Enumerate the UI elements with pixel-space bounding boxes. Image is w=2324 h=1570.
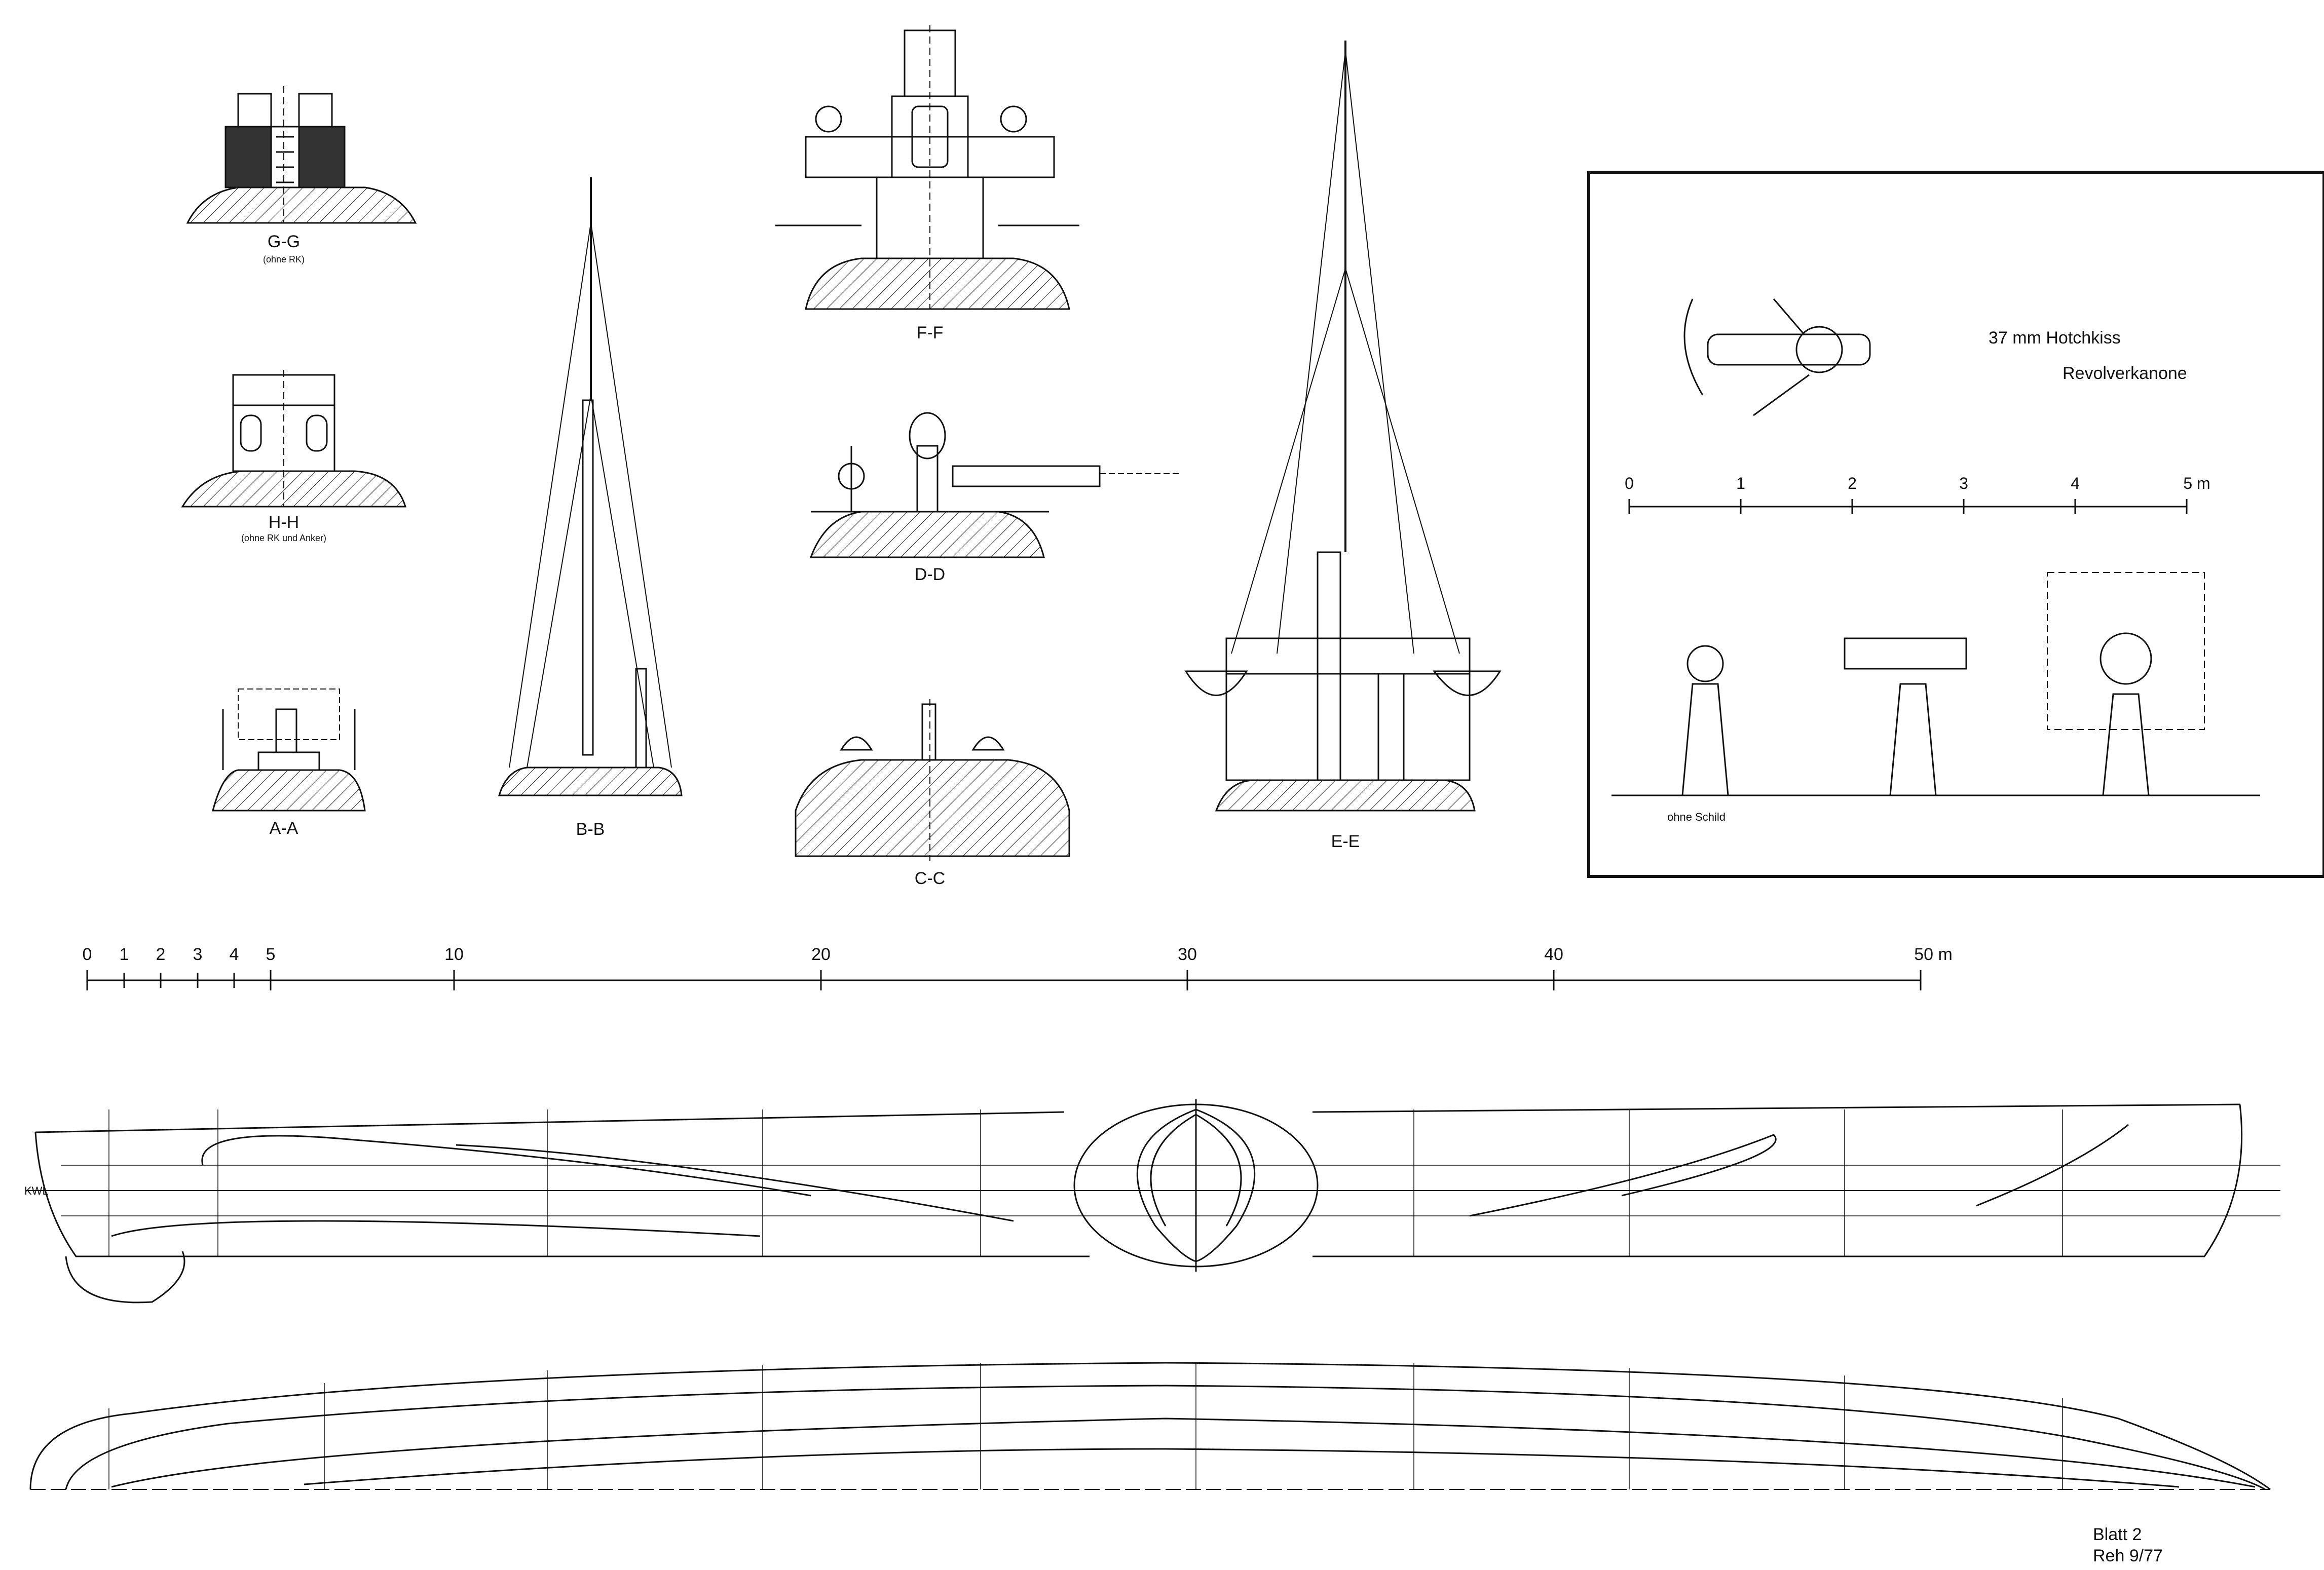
- main-scale-tick-40: 40: [1544, 945, 1563, 964]
- main-scale-tick-20: 20: [811, 945, 831, 964]
- inset-scale-tick-3: 3: [1959, 474, 1968, 492]
- hotchkiss-gun-drawing: [1683, 298, 1871, 416]
- inset-scale-bar: [1628, 499, 2188, 514]
- main-scale-tick-0: 0: [83, 945, 92, 964]
- sheet-author-date: Reh 9/77: [2093, 1546, 2163, 1565]
- section-a-a: [212, 688, 366, 812]
- section-h-h: [181, 370, 407, 508]
- main-scale-bar: [86, 970, 1922, 990]
- half-breadth-plan: [29, 1362, 2271, 1490]
- main-scale-tick-10: 10: [444, 945, 464, 964]
- main-scale-tick-4: 4: [230, 945, 239, 964]
- inset-caption-ohne-schild: ohne Schild: [1667, 811, 1726, 823]
- section-b-b-label: B-B: [576, 820, 605, 839]
- section-g-g-label: G-G: [268, 232, 300, 251]
- main-scale-tick-1: 1: [120, 945, 129, 964]
- inset-scale-tick-5: 5 m: [2183, 474, 2210, 492]
- inset-scale-tick-2: 2: [1848, 474, 1857, 492]
- section-f-f-label: F-F: [917, 323, 944, 342]
- section-h-h-note: (ohne RK und Anker): [241, 533, 326, 543]
- main-scale-tick-3: 3: [193, 945, 203, 964]
- inset-scale-tick-0: 0: [1625, 474, 1634, 492]
- section-f-f: [775, 25, 1079, 310]
- section-e-e-label: E-E: [1331, 832, 1360, 851]
- section-b-b: [498, 177, 683, 796]
- inset-title-line1: 37 mm Hotchkiss: [1989, 328, 2121, 348]
- lines-plan-profile: [25, 1103, 2280, 1304]
- main-scale-tick-2: 2: [156, 945, 166, 964]
- waterline-label: KWL: [24, 1184, 49, 1197]
- section-d-d-label: D-D: [915, 565, 945, 584]
- sheet-number: Blatt 2: [2093, 1525, 2142, 1544]
- inset-scale-tick-1: 1: [1736, 474, 1745, 492]
- section-c-c: [795, 699, 1070, 861]
- section-c-c-label: C-C: [915, 869, 945, 888]
- inset-title-line2: Revolverkanone: [2063, 364, 2187, 383]
- section-g-g-note: (ohne RK): [263, 254, 305, 264]
- main-scale-tick-5: 5: [266, 945, 276, 964]
- main-scale-tick-30: 30: [1178, 945, 1197, 964]
- hotchkiss-mount-views: [1611, 572, 2260, 796]
- main-scale-tick-50: 50 m: [1914, 945, 1953, 964]
- section-e-e: [1184, 41, 1502, 812]
- inset-scale-tick-4: 4: [2071, 474, 2080, 492]
- section-g-g: [186, 86, 417, 224]
- body-plan: [1073, 1099, 1319, 1272]
- section-h-h-label: H-H: [269, 513, 299, 532]
- section-a-a-label: A-A: [270, 819, 298, 838]
- section-d-d: [809, 412, 1181, 558]
- inset-panel: [1587, 171, 2324, 878]
